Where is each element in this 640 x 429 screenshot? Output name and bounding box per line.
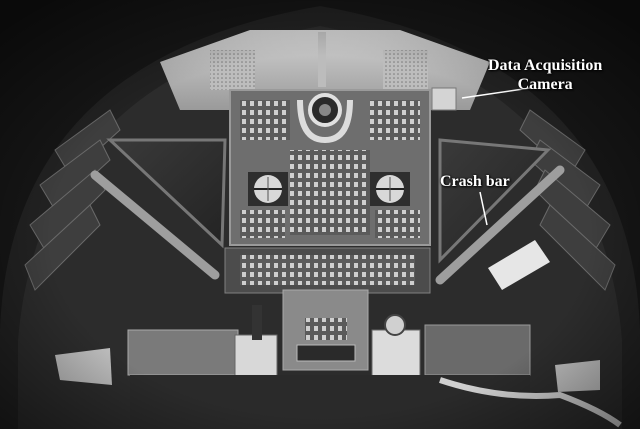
camera-annotation-line2: Camera: [517, 76, 573, 93]
crash-bar-annotation: Crash bar: [440, 173, 510, 190]
camera-annotation: Data Acquisition Camera: [488, 56, 602, 94]
camera-annotation-line1: Data Acquisition: [488, 57, 603, 74]
